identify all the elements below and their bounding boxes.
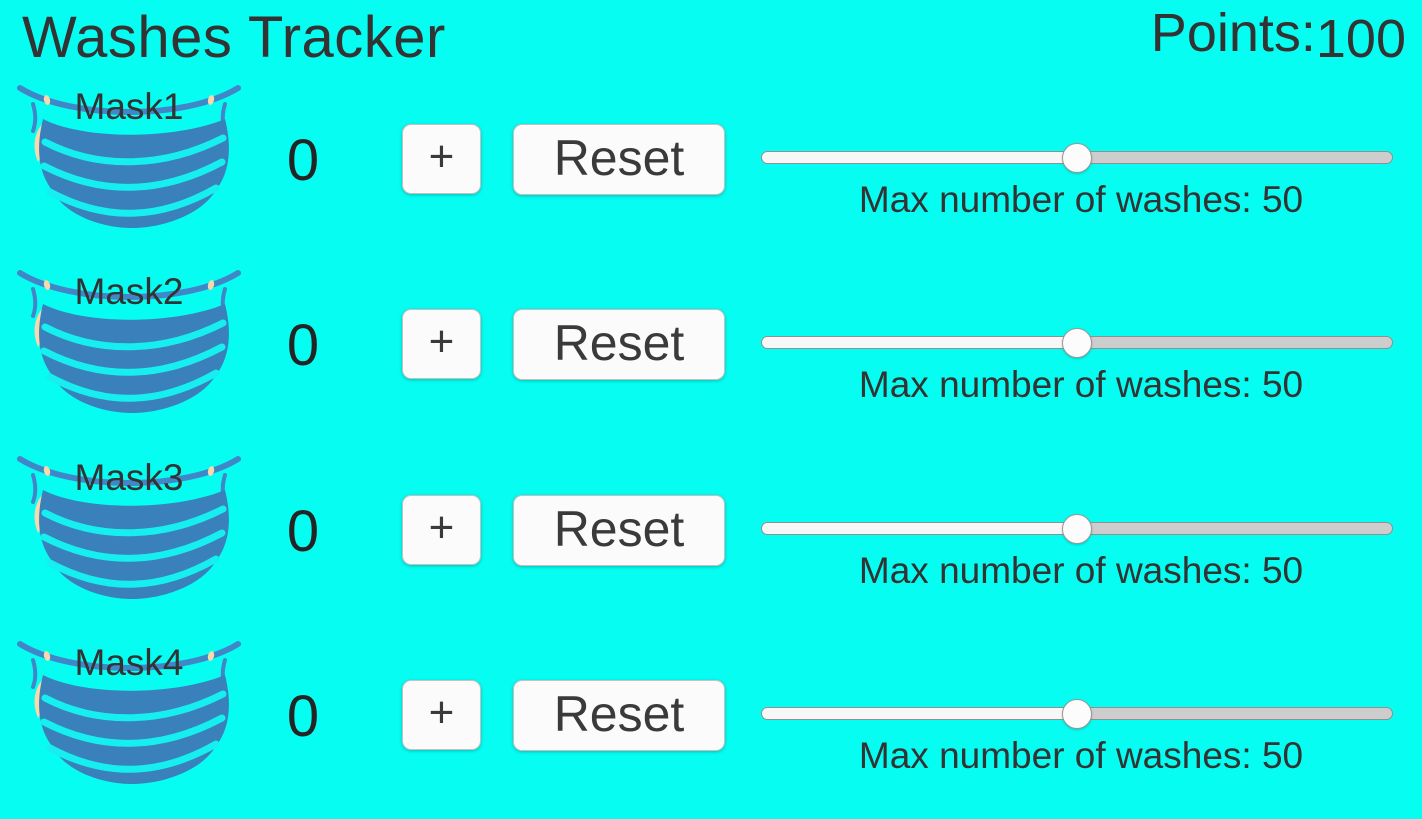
mask-name-label: Mask4 [74, 642, 184, 683]
max-washes-label: Max number of washes: 50 [858, 550, 1304, 591]
max-washes-slider[interactable] [761, 141, 1393, 175]
mask-name-label: Mask3 [74, 457, 184, 498]
mask-row: Mask4 0 + Reset Max number of washes: 50 [0, 634, 1422, 819]
mask-image: Mask4 [14, 638, 244, 796]
slider-fill [762, 337, 1077, 348]
increment-button[interactable]: + [402, 124, 481, 194]
slider-thumb[interactable] [1062, 143, 1092, 173]
increment-button[interactable]: + [402, 309, 481, 379]
increment-button[interactable]: + [402, 680, 481, 750]
slider-thumb[interactable] [1062, 514, 1092, 544]
mask-row: Mask2 0 + Reset Max number of washes: 50 [0, 263, 1422, 448]
mask-image: Mask2 [14, 267, 244, 425]
slider-fill [762, 523, 1077, 534]
reset-button[interactable]: Reset [513, 124, 725, 195]
max-washes-slider[interactable] [761, 326, 1393, 360]
max-washes-label: Max number of washes: 50 [858, 735, 1304, 776]
slider-fill [762, 708, 1077, 719]
reset-button[interactable]: Reset [513, 309, 725, 380]
max-washes-slider[interactable] [761, 697, 1393, 731]
max-washes-slider[interactable] [761, 512, 1393, 546]
slider-fill [762, 152, 1077, 163]
mask-row: Mask1 0 + Reset Max number of washes: 50 [0, 78, 1422, 263]
wash-count: 0 [286, 683, 320, 749]
slider-thumb[interactable] [1062, 328, 1092, 358]
reset-button[interactable]: Reset [513, 680, 725, 751]
points-label: Points: [1150, 3, 1316, 63]
page-title: Washes Tracker [22, 5, 446, 70]
increment-button[interactable]: + [402, 495, 481, 565]
max-washes-label: Max number of washes: 50 [858, 364, 1304, 405]
wash-count: 0 [286, 498, 320, 564]
mask-image: Mask1 [14, 82, 244, 240]
reset-button[interactable]: Reset [513, 495, 725, 566]
mask-row: Mask3 0 + Reset Max number of washes: 50 [0, 449, 1422, 634]
mask-name-label: Mask2 [74, 271, 184, 312]
wash-count: 0 [286, 312, 320, 378]
wash-count: 0 [286, 127, 320, 193]
points-display: Points: 100 [1150, 2, 1406, 69]
points-value: 100 [1315, 9, 1406, 69]
slider-thumb[interactable] [1062, 699, 1092, 729]
max-washes-label: Max number of washes: 50 [858, 179, 1304, 220]
mask-image: Mask3 [14, 453, 244, 611]
mask-name-label: Mask1 [74, 86, 184, 127]
